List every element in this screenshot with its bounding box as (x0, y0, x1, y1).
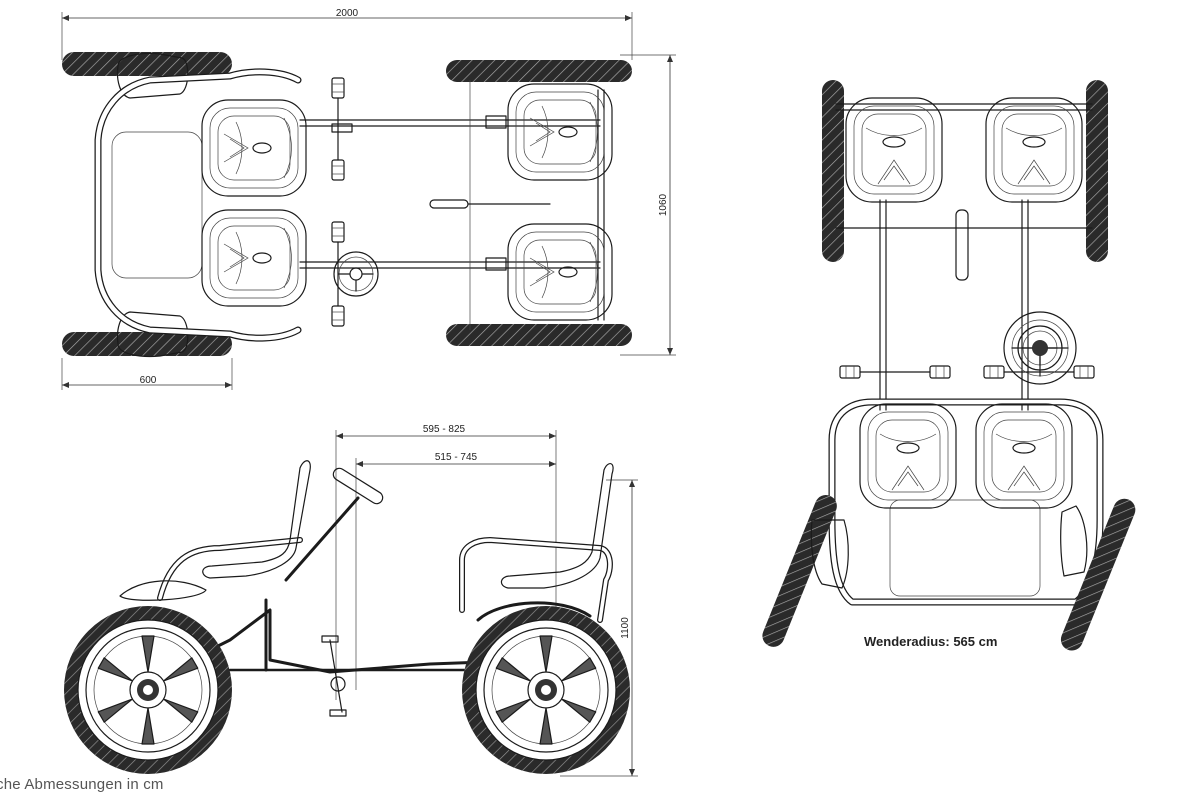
top-view: 2000 1060 600 (61, 8, 676, 390)
pedal-1 (331, 77, 345, 99)
turn-handbrake (955, 209, 969, 281)
dimension-length: 2000 (61, 8, 633, 60)
turn-pedal-1 (839, 365, 861, 379)
steering-wheel-top (333, 251, 379, 297)
turn-pedal-4 (1073, 365, 1095, 379)
wheel-side-rear (461, 605, 631, 775)
turning-radius-caption: Wenderadius: 565 cm (864, 634, 998, 649)
steering-outer-label: 595 - 825 (423, 424, 466, 435)
turn-wheel-front-right (1060, 498, 1136, 651)
turn-wheel-front-left (762, 495, 837, 647)
pedal-3 (331, 221, 345, 243)
turn-seat-rear-right (985, 97, 1083, 203)
dimension-steering-inner: 515 - 745 (355, 452, 556, 690)
seat-front-left (201, 99, 307, 197)
side-seat-rear (500, 463, 614, 589)
turn-pedal-3 (983, 365, 1005, 379)
handbrake-lever (429, 199, 469, 209)
seat-rear-right (507, 223, 613, 321)
seat-rear-left (507, 83, 613, 181)
side-seat-front (202, 460, 311, 579)
front-overhang-label: 600 (140, 375, 157, 386)
height-label: 1100 (620, 617, 631, 639)
dimension-width: 1060 (620, 54, 676, 356)
pedal-2 (331, 159, 345, 181)
side-view: 595 - 825 515 - 745 1100 (63, 424, 638, 777)
seat-front-right (201, 209, 307, 307)
dimension-front: 600 (61, 358, 233, 390)
length-label: 2000 (336, 8, 359, 19)
turn-seat-front-left (859, 403, 957, 509)
pedal-4 (331, 305, 345, 327)
turning-view (762, 80, 1136, 651)
wheel-side-front (63, 605, 233, 775)
turn-pedal-2 (929, 365, 951, 379)
turn-seat-rear-left (845, 97, 943, 203)
width-label: 1060 (658, 193, 669, 216)
units-footnote: che Abmessungen in cm (0, 776, 164, 793)
turn-seat-front-right (975, 403, 1073, 509)
steering-wheel-side (332, 467, 384, 505)
steering-inner-label: 515 - 745 (435, 452, 478, 463)
dimension-steering-outer: 595 - 825 (335, 424, 557, 700)
